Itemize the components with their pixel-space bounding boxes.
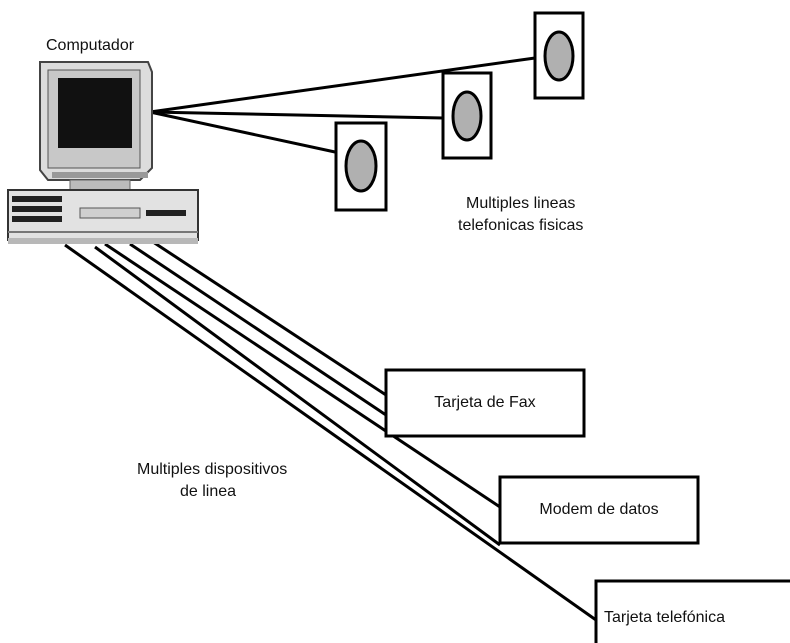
line-devices-caption: de linea (180, 483, 237, 500)
phone-handset-icon (441, 71, 493, 160)
computer-icon (7, 61, 199, 244)
phone-handset-icon (533, 11, 585, 100)
line-devices-caption: Multiples dispositivos (137, 461, 288, 478)
phone-lines-caption: Multiples lineas (466, 195, 576, 212)
phone-connection-lines (149, 56, 536, 154)
fax-card-box (384, 368, 586, 438)
device-connection-lines (64, 238, 597, 622)
fax-card-label: Tarjeta de Fax (434, 394, 536, 411)
phone-handset-icon (334, 121, 388, 212)
data-modem-box (498, 475, 700, 545)
phone-lines-caption: telefonicas fisicas (458, 217, 584, 234)
data-modem-label: Modem de datos (539, 501, 659, 518)
phone-card-box (594, 579, 790, 643)
phone-card-label: Tarjeta telefónica (604, 609, 725, 626)
computer-label: Computador (46, 37, 135, 54)
